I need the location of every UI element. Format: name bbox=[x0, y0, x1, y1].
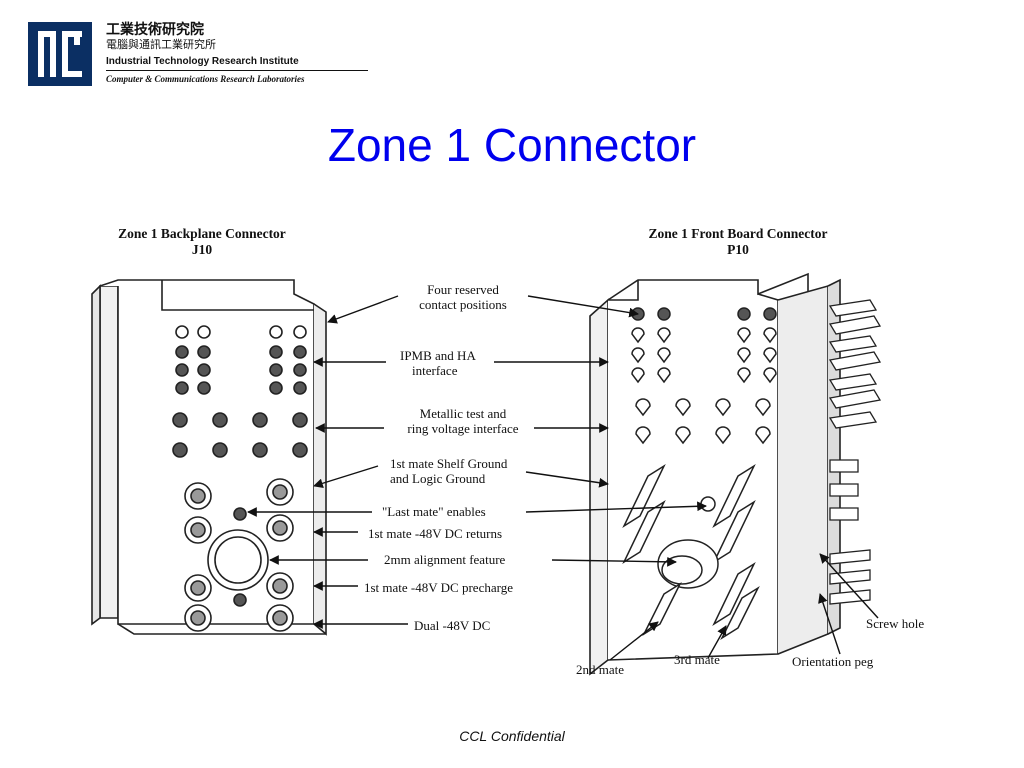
connector-diagram: Zone 1 Backplane Connector J10 Zone 1 Fr… bbox=[78, 214, 948, 684]
label-last-mate: "Last mate" enables bbox=[382, 504, 486, 519]
label-ipmb-line1: IPMB and HA bbox=[400, 348, 476, 363]
front-board-contacts bbox=[622, 307, 777, 641]
backplane-connector-body bbox=[91, 279, 327, 636]
label-screw-hole: Screw hole bbox=[866, 616, 925, 631]
logo-english-name: Industrial Technology Research Institute bbox=[106, 56, 299, 67]
confidentiality-footer: CCL Confidential bbox=[459, 728, 565, 744]
logo-english-subname: Computer & Communications Research Labor… bbox=[106, 74, 305, 84]
page-title: Zone 1 Connector bbox=[327, 119, 697, 171]
label-reserved-line2: contact positions bbox=[419, 297, 507, 312]
logo-chinese-name: 工業技術研究院 bbox=[106, 22, 204, 38]
label-orientation-peg: Orientation peg bbox=[792, 654, 874, 669]
label-ipmb-line2: interface bbox=[412, 363, 458, 378]
label-second-mate: 2nd mate bbox=[576, 662, 625, 677]
logo-divider bbox=[106, 70, 368, 71]
label-third-mate: 3rd mate bbox=[674, 652, 720, 667]
label-metallic-line1: Metallic test and bbox=[419, 406, 507, 421]
connector-illustration bbox=[91, 272, 882, 676]
logo-chinese-subname: 電腦與通訊工業研究所 bbox=[106, 38, 216, 51]
itri-logo-mark-icon bbox=[28, 22, 92, 86]
backplane-connector-subtitle: J10 bbox=[191, 242, 213, 257]
label-alignment: 2mm alignment feature bbox=[384, 552, 506, 567]
front-board-side-pins bbox=[828, 299, 882, 605]
label-dc-returns: 1st mate -48V DC returns bbox=[368, 526, 503, 541]
label-dc-precharge: 1st mate -48V DC precharge bbox=[364, 580, 513, 595]
backplane-contacts bbox=[172, 325, 308, 632]
label-reserved-line1: Four reserved bbox=[427, 282, 499, 297]
label-dual-dc: Dual -48V DC bbox=[414, 618, 491, 633]
itri-logo: 工業技術研究院 電腦與通訊工業研究所 Industrial Technology… bbox=[28, 22, 368, 86]
front-board-connector-body bbox=[589, 272, 841, 676]
label-metallic-line2: ring voltage interface bbox=[407, 421, 519, 436]
label-shelf-ground-line2: and Logic Ground bbox=[390, 471, 486, 486]
callout-arrows bbox=[247, 295, 879, 661]
front-board-connector-title: Zone 1 Front Board Connector bbox=[648, 226, 828, 241]
backplane-connector-title: Zone 1 Backplane Connector bbox=[118, 226, 286, 241]
label-shelf-ground-line1: 1st mate Shelf Ground bbox=[390, 456, 508, 471]
front-board-connector-subtitle: P10 bbox=[727, 242, 749, 257]
